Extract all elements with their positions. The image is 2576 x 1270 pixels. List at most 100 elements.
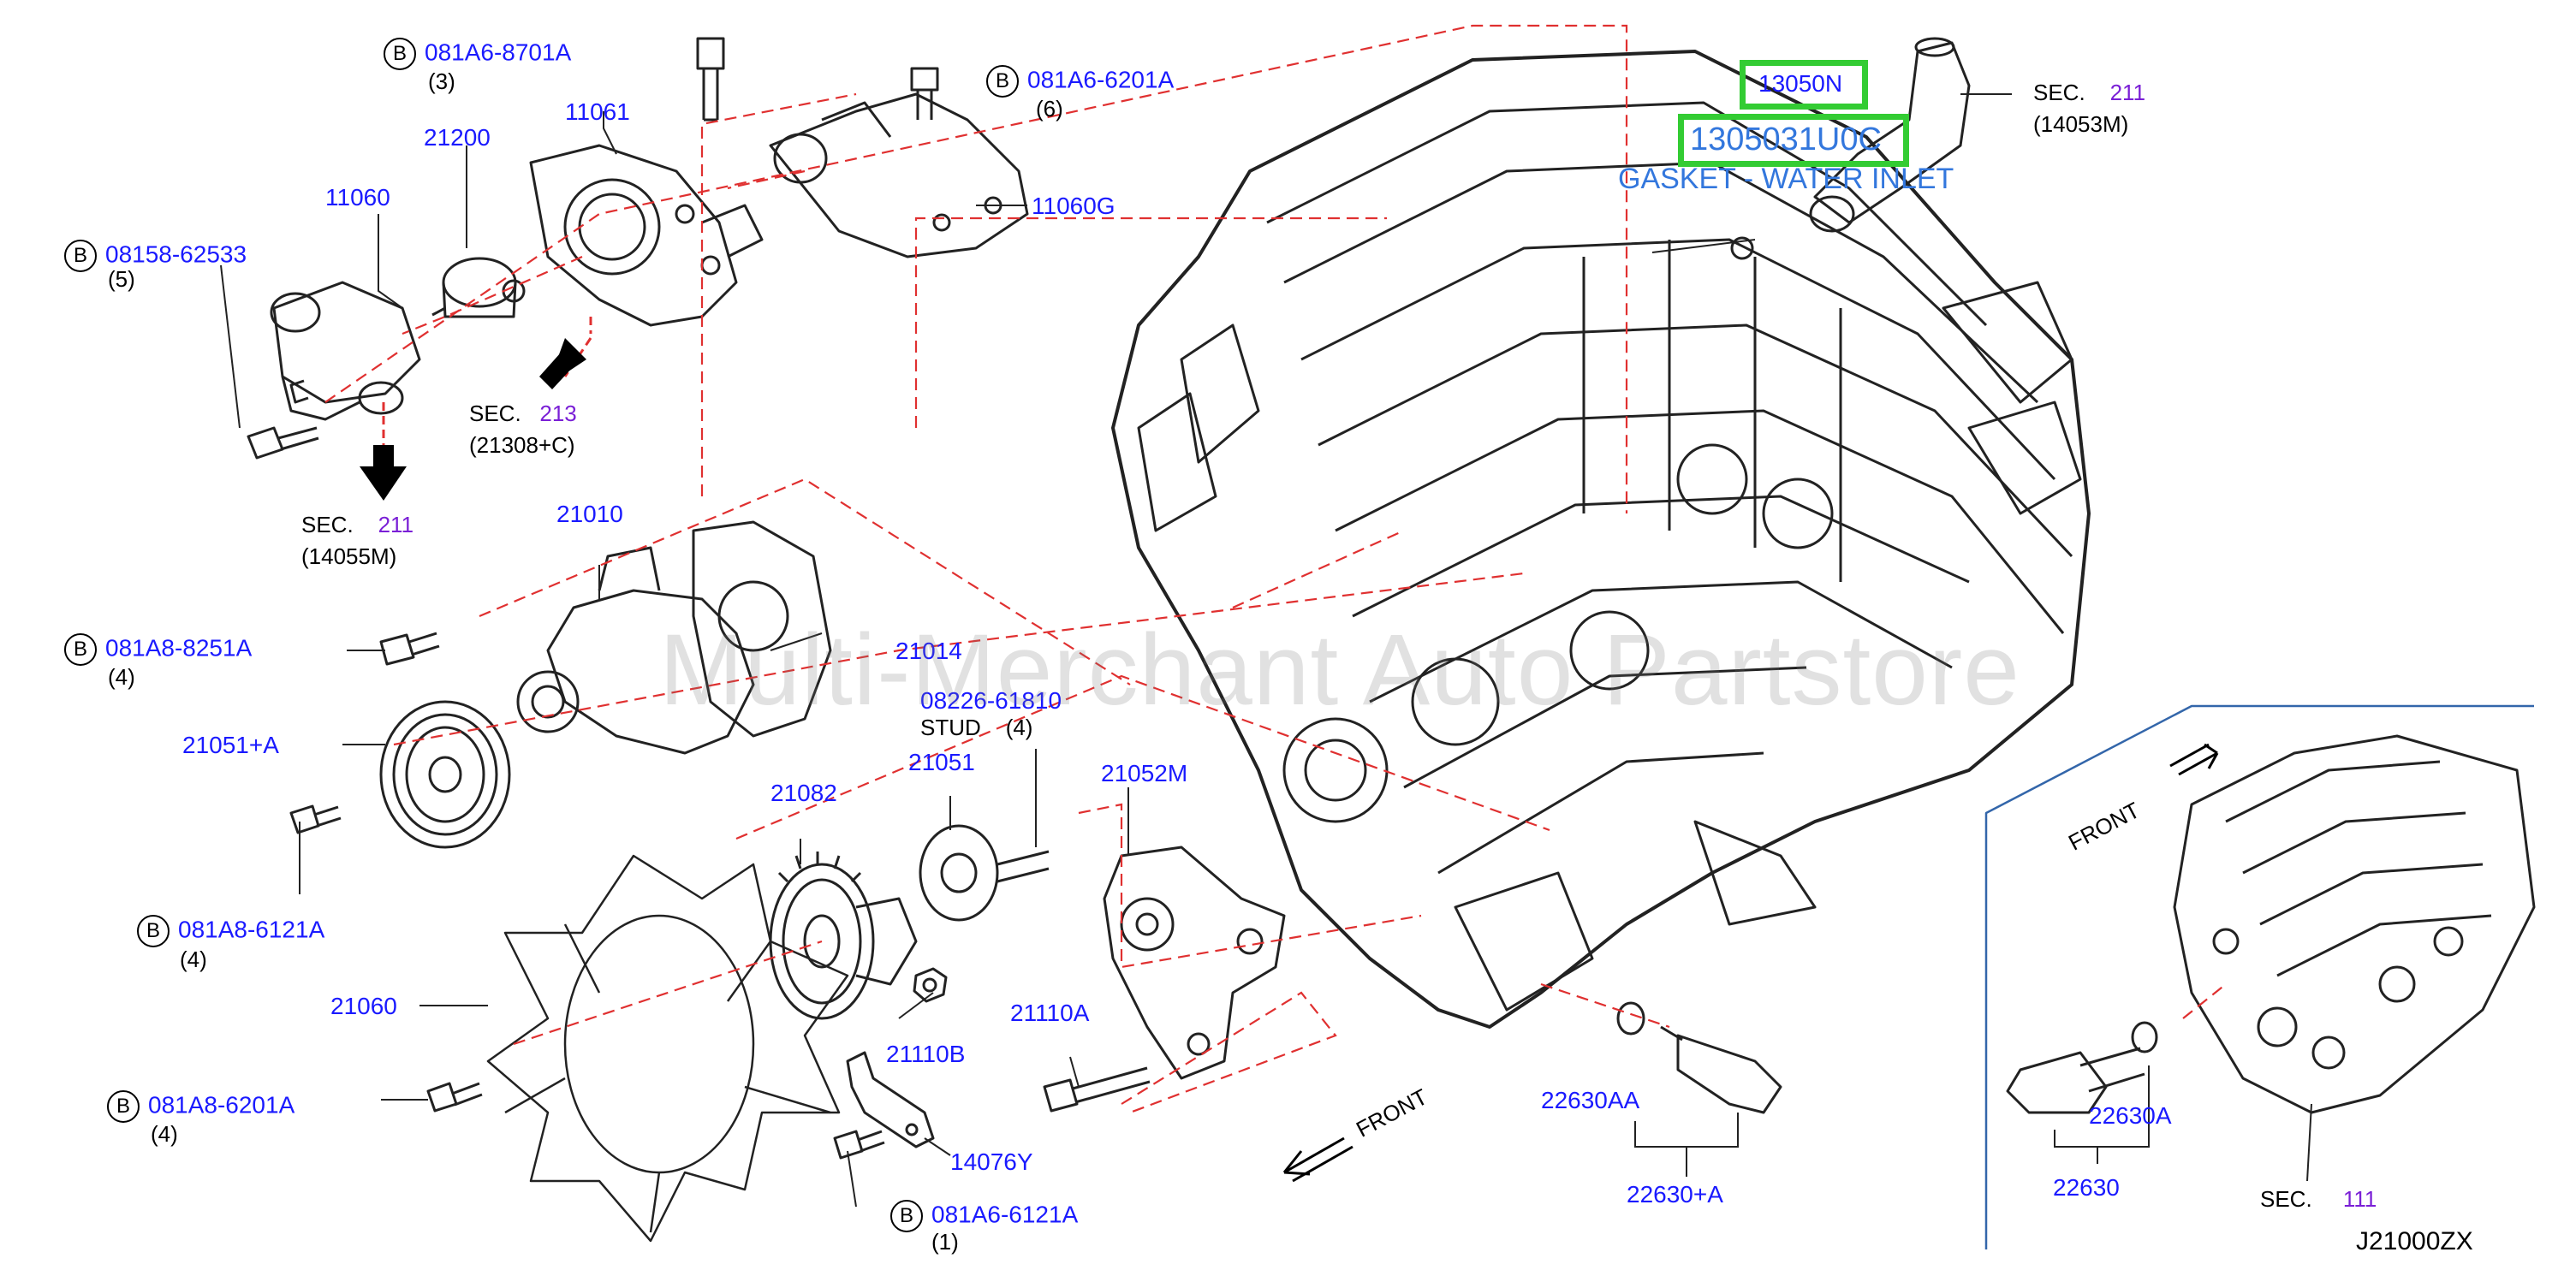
part-label-21010[interactable]: 21010	[556, 501, 623, 527]
highlight-box-1305031U0C[interactable]	[1678, 114, 1909, 167]
part-number: 081A8-8251A	[105, 634, 253, 662]
idler-pulley-21051	[919, 824, 1050, 922]
part-label-21014[interactable]: 21014	[895, 638, 962, 664]
part-label-21200[interactable]: 21200	[424, 124, 491, 151]
part-number: 081A8-6201A	[148, 1091, 295, 1119]
part-label-21051A[interactable]: 21051+A	[182, 732, 279, 758]
b-mark: B	[986, 65, 1019, 98]
bolt-081A8-6201A-label[interactable]: B 081A8-6201A	[107, 1090, 294, 1123]
part-label-13050N[interactable]: 13050N	[1758, 70, 1843, 97]
b-mark: B	[64, 240, 97, 272]
qty-label: (4)	[108, 664, 135, 690]
sec-text: SEC.	[2260, 1186, 2312, 1212]
part-number: 081A6-6121A	[931, 1201, 1079, 1228]
bolt-08158-62533-label[interactable]: B 08158-62533	[64, 240, 247, 272]
part-label-21110B[interactable]: 21110B	[886, 1041, 966, 1067]
sec-211-label[interactable]: SEC. 211	[301, 513, 413, 536]
bolt-081A6-6121A	[833, 1130, 885, 1160]
b-mark: B	[137, 915, 170, 947]
sec-211-ref: (14055M)	[301, 543, 397, 569]
part-label-21060[interactable]: 21060	[330, 993, 397, 1019]
qty-label: (1)	[931, 1229, 959, 1255]
bracket-14076Y	[846, 1051, 935, 1148]
bolt-081A6-6121A-label[interactable]: B 081A6-6121A	[890, 1200, 1078, 1232]
flow-arrow-211	[360, 402, 407, 501]
sec-text: SEC.	[301, 512, 354, 537]
water-pump-21010	[516, 546, 755, 755]
part-label-14076Y[interactable]: 14076Y	[950, 1148, 1033, 1175]
fan-clutch-21082	[769, 852, 918, 1020]
qty-label: (6)	[1036, 96, 1063, 122]
sec-number: 211	[378, 512, 414, 537]
b-mark: B	[384, 38, 416, 70]
sec-number: 213	[539, 401, 577, 426]
qty-label: (3)	[428, 68, 455, 94]
part-label-22630[interactable]: 22630	[2053, 1174, 2120, 1201]
highlight-box-13050N[interactable]	[1740, 60, 1868, 110]
part-label-21051[interactable]: 21051	[908, 749, 975, 775]
pulley-21051A	[379, 700, 511, 849]
front-arrow-main	[1282, 1136, 1353, 1183]
cooling-fan-21060	[486, 854, 849, 1243]
bolt-081A6-6201A	[910, 67, 939, 120]
sub-part-label-1305031U0C[interactable]: 1305031U0C	[1690, 122, 1882, 157]
part-label-11060[interactable]: 11060	[325, 184, 390, 211]
part-label-21082[interactable]: 21082	[770, 780, 837, 806]
nut-21110B	[913, 967, 948, 1003]
qty-label: (4)	[151, 1121, 178, 1147]
part-label-22630AA[interactable]: 22630AA	[1541, 1087, 1640, 1113]
stud-text: STUD	[920, 715, 981, 740]
bolt-21110A	[1043, 1066, 1151, 1113]
bolt-08158-62533	[247, 426, 319, 460]
b-mark: B	[107, 1090, 140, 1123]
qty-label: (4)	[1005, 715, 1033, 740]
front-arrow-inset	[2169, 743, 2219, 776]
water-outlet-11060	[270, 281, 421, 421]
engine-block	[1111, 50, 2091, 1029]
thermostat-housing-11061	[529, 144, 764, 327]
part-number: 08158-62533	[105, 240, 247, 268]
sec-213-label[interactable]: SEC. 213	[469, 402, 577, 424]
water-inlet-pipe-13050N	[1730, 37, 1971, 260]
bolt-081A8-8251A	[379, 632, 440, 666]
temp-sensor-22630AA	[1616, 1001, 1782, 1114]
part-label-22630A-plus[interactable]: 22630+A	[1627, 1181, 1723, 1208]
sec-211-top-ref: (14053M)	[2033, 111, 2129, 137]
part-label-11060G[interactable]: 11060G	[1032, 193, 1115, 219]
bolt-081A8-6201A	[426, 1082, 483, 1113]
part-number: 081A8-6121A	[178, 916, 325, 943]
b-mark: B	[64, 633, 97, 666]
sec-number: 211	[2109, 80, 2146, 105]
sec-number: 111	[2342, 1186, 2377, 1212]
stud-label: STUD (4)	[920, 716, 1032, 739]
watermark: Multi-Merchant Auto Partstore	[659, 614, 2020, 727]
bolt-081A8-6121A	[289, 804, 342, 834]
flow-arrow-213	[539, 317, 592, 389]
part-description: GASKET - WATER INLET	[1618, 163, 1954, 195]
part-label-22630A[interactable]: 22630A	[2089, 1102, 2172, 1129]
bolt-081A6-8701A	[696, 37, 725, 122]
part-number: 081A6-8701A	[425, 39, 572, 66]
sec-211-top-label[interactable]: SEC. 211	[2033, 81, 2145, 104]
sec-213-ref: (21308+C)	[469, 432, 575, 458]
sec-text: SEC.	[469, 401, 521, 426]
part-number: 081A6-6201A	[1027, 66, 1175, 93]
part-label-21052M[interactable]: 21052M	[1101, 760, 1188, 786]
bracket-21052M	[1103, 846, 1286, 1080]
b-mark: B	[890, 1200, 923, 1232]
part-label-11061[interactable]: 11061	[565, 98, 630, 125]
stud-part-label[interactable]: 08226-61810	[920, 687, 1062, 714]
bolt-081A6-6201A-label[interactable]: B 081A6-6201A	[986, 65, 1174, 98]
bolt-081A6-8701A-label[interactable]: B 081A6-8701A	[384, 38, 571, 70]
bolt-081A8-6121A-label[interactable]: B 081A8-6121A	[137, 915, 324, 947]
sec-text: SEC.	[2033, 80, 2085, 105]
water-inlet-11060G	[769, 92, 1029, 258]
sec-111-label[interactable]: SEC. 111	[2260, 1188, 2377, 1210]
bolt-081A8-8251A-label[interactable]: B 081A8-8251A	[64, 633, 252, 666]
part-label-21110A[interactable]: 21110A	[1010, 1000, 1090, 1026]
water-pump-gasket-21014	[692, 520, 832, 738]
diagram-code: J21000ZX	[2356, 1227, 2473, 1255]
qty-label: (5)	[108, 266, 135, 292]
qty-label: (4)	[180, 947, 207, 972]
